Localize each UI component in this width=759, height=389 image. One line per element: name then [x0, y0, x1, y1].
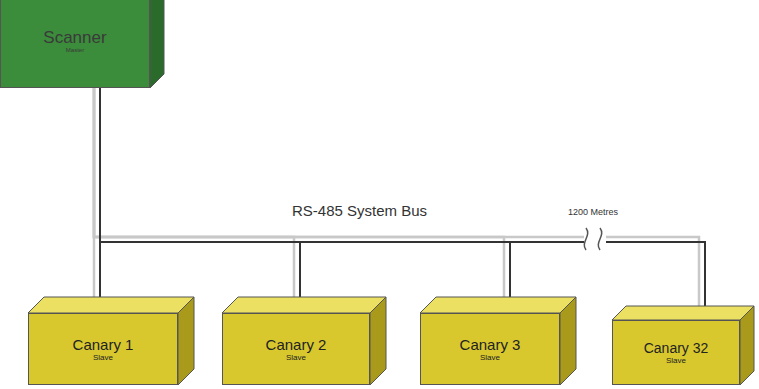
bus-wire — [94, 88, 510, 313]
device-name: Canary 3 — [460, 336, 521, 353]
bus-wire — [94, 88, 705, 320]
box-side — [560, 297, 576, 385]
slave-box: Canary 3Slave — [420, 313, 560, 385]
break-mark — [584, 228, 587, 250]
device-name: Canary 1 — [73, 336, 134, 353]
device-role: Slave — [480, 353, 500, 362]
device-name: Scanner — [43, 28, 106, 48]
distance-label: 1200 Metres — [566, 207, 620, 217]
slave-box: Canary 2Slave — [222, 313, 370, 385]
bus-label: RS-485 System Bus — [290, 202, 429, 219]
break-gap — [584, 228, 606, 252]
box-top — [612, 306, 754, 320]
device-name: Canary 32 — [644, 340, 709, 356]
slave-box: Canary 1Slave — [28, 313, 178, 385]
device-role: Slave — [286, 353, 306, 362]
box-side — [178, 297, 194, 385]
box-side — [150, 0, 164, 88]
device-name: Canary 2 — [266, 336, 327, 353]
box-side — [370, 297, 386, 385]
box-side — [740, 306, 754, 385]
device-role: Slave — [93, 353, 113, 362]
box-top — [222, 297, 386, 313]
box-top — [28, 297, 194, 313]
slave-box: Canary 32Slave — [612, 320, 740, 385]
device-role: Master — [66, 47, 84, 54]
break-mark — [598, 228, 601, 250]
master-box: ScannerMaster — [0, 0, 150, 88]
device-role: Slave — [666, 356, 686, 365]
bus-wire — [94, 88, 300, 313]
box-top — [420, 297, 576, 313]
